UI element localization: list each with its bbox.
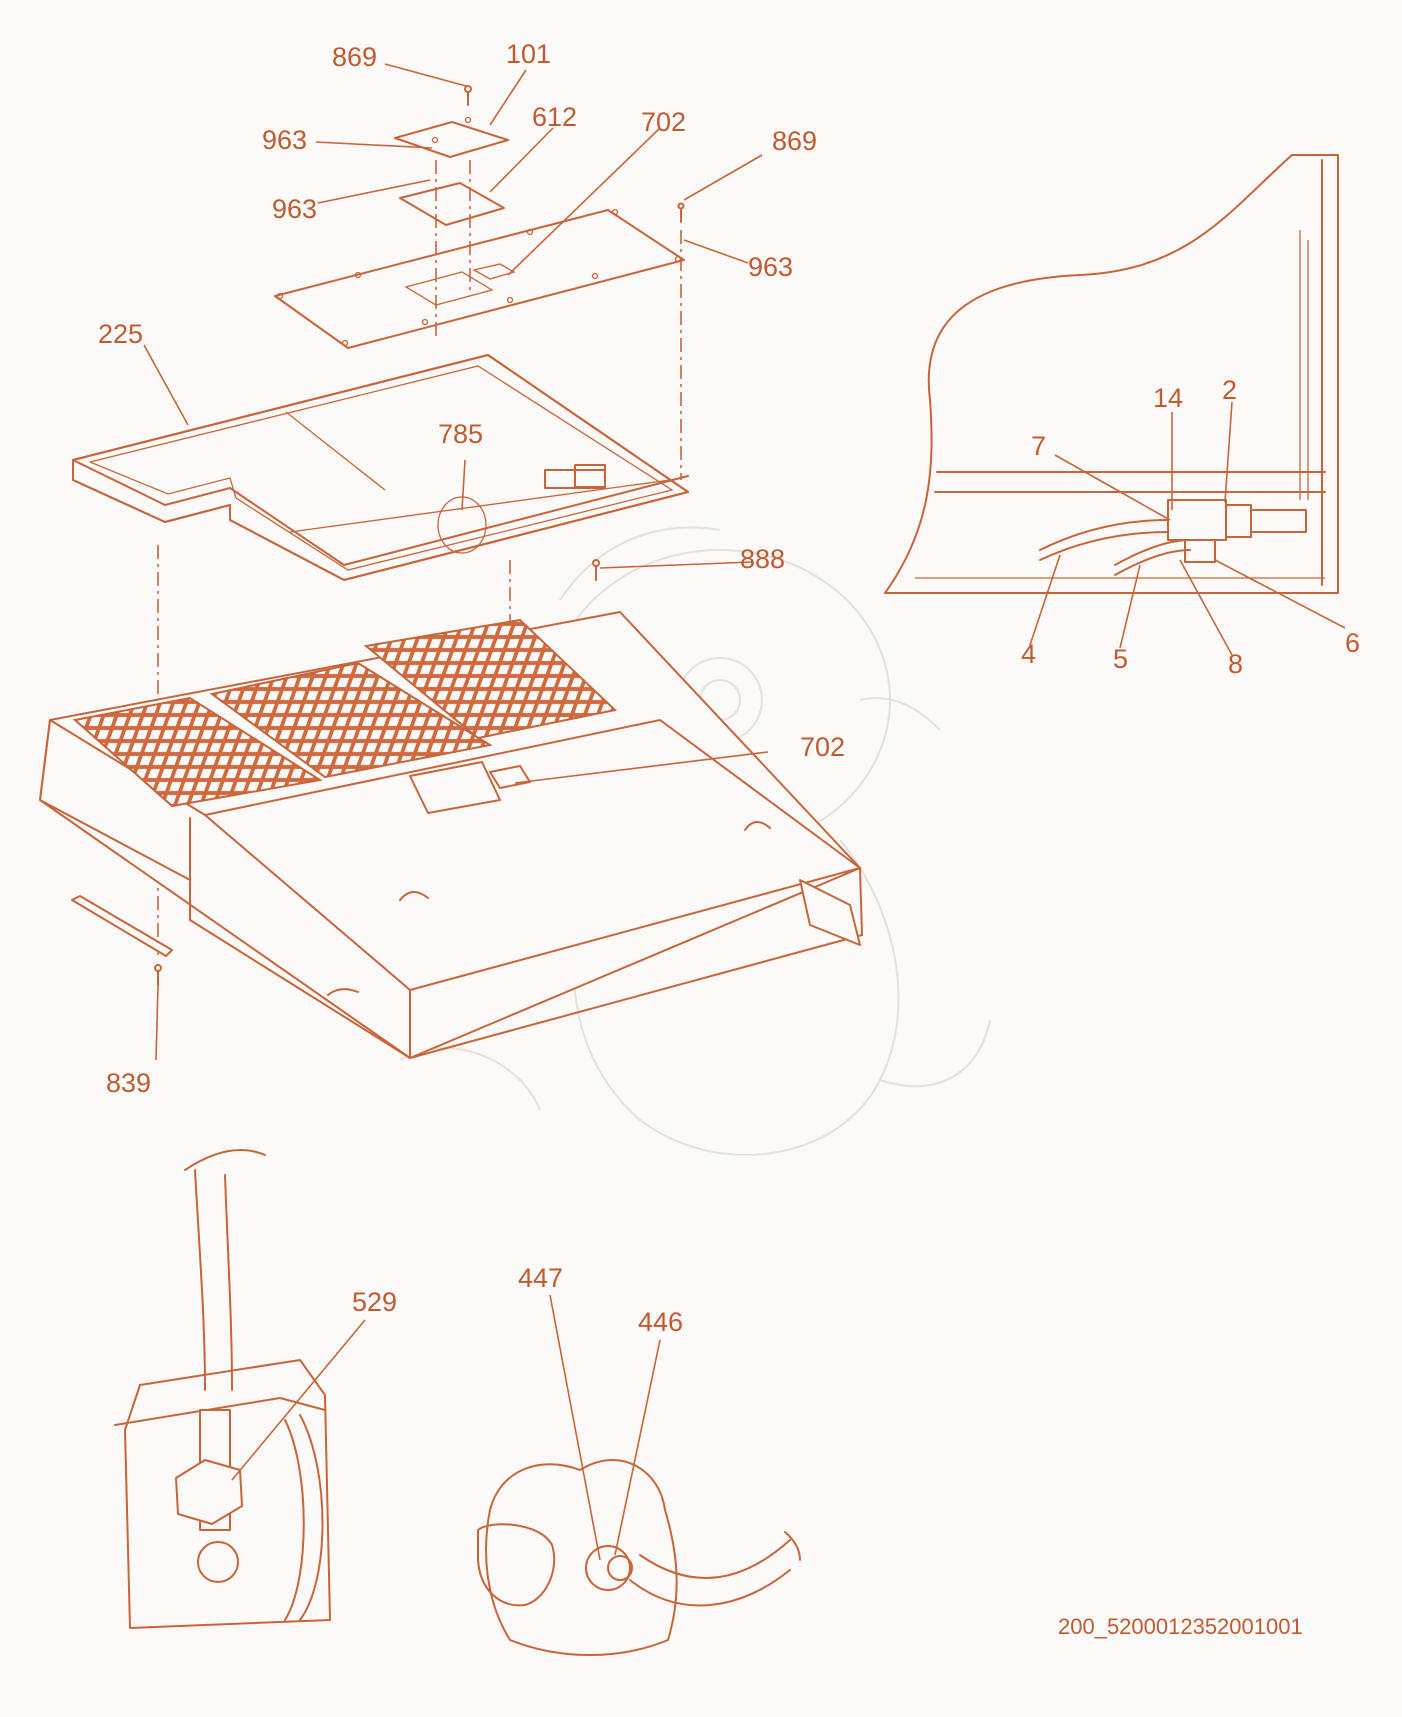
callout-785: 785 [438, 419, 483, 449]
callout-869: 869 [772, 126, 817, 156]
callout-5: 5 [1113, 644, 1128, 674]
callout-4: 4 [1021, 639, 1036, 669]
tray-225 [72, 354, 689, 581]
callout-963: 963 [272, 194, 317, 224]
callout-612: 612 [532, 102, 577, 132]
callout-869: 869 [332, 42, 377, 72]
valve-block-447-446 [477, 1459, 801, 1656]
drawing-code: 200_5200012352001001 [1058, 1614, 1303, 1639]
valve-block-529 [114, 1149, 331, 1629]
callout-963: 963 [748, 252, 793, 282]
plate-101 [394, 85, 509, 158]
callout-963: 963 [262, 125, 307, 155]
callout-8: 8 [1228, 649, 1243, 679]
detail-inset [884, 154, 1339, 594]
cover-plate [274, 208, 685, 349]
screw-888 [592, 559, 600, 581]
callout-labels: 869 101 963 612 702 869 963 963 225 785 … [98, 39, 1360, 1337]
callout-702: 702 [641, 107, 686, 137]
callout-6: 6 [1345, 628, 1360, 658]
callout-529: 529 [352, 1287, 397, 1317]
leader-lines [143, 63, 1346, 1561]
callout-447: 447 [518, 1263, 563, 1293]
callout-702: 702 [800, 732, 845, 762]
grille-middle [209, 661, 493, 779]
housing [39, 611, 863, 1059]
strip-839 [71, 895, 173, 986]
callout-14: 14 [1153, 383, 1183, 413]
callout-101: 101 [506, 39, 551, 69]
grille-left [72, 696, 323, 808]
grille-right [363, 618, 618, 740]
callout-446: 446 [638, 1307, 683, 1337]
callout-225: 225 [98, 319, 143, 349]
plate-612 [399, 182, 505, 226]
callout-7: 7 [1031, 431, 1046, 461]
callout-839: 839 [106, 1068, 151, 1098]
callout-2: 2 [1222, 375, 1237, 405]
callout-888: 888 [740, 544, 785, 574]
